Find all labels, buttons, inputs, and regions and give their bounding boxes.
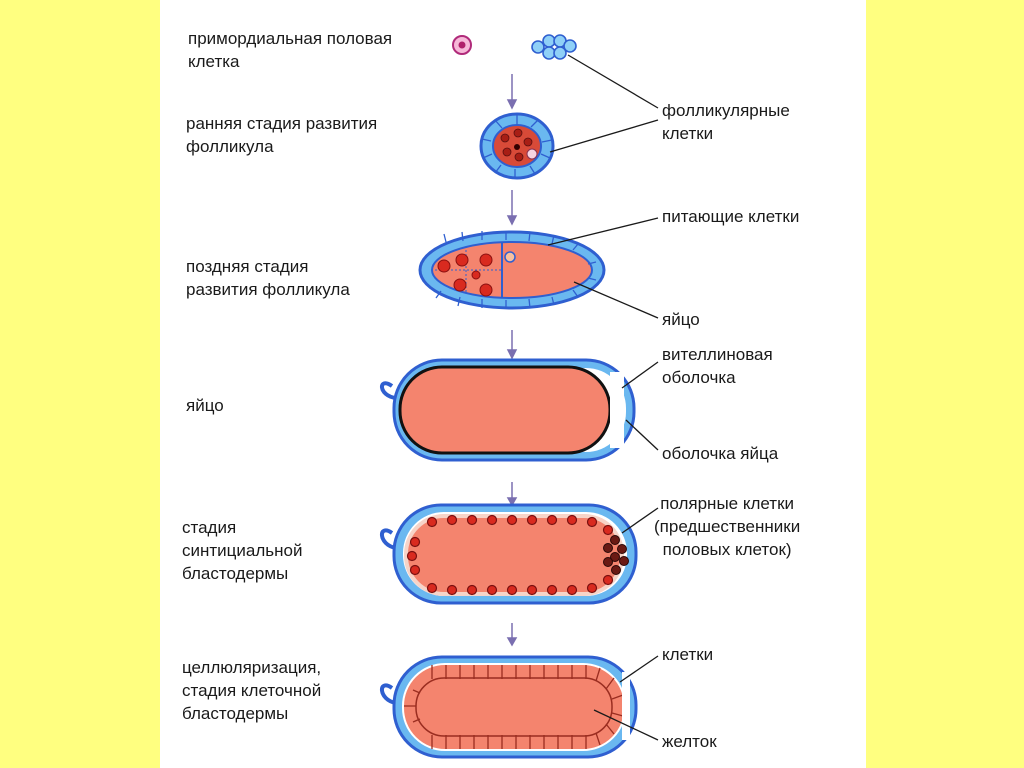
blastoderm-cell-walls: [404, 665, 624, 749]
label-early-follicle: ранняя стадия развития фолликула: [186, 114, 378, 156]
callout-vitelline-membrane: вителлиновая оболочка: [662, 345, 773, 387]
egg: [380, 358, 636, 462]
callout-nurse-cells: питающие клетки: [662, 207, 800, 226]
label-egg-stage: яйцо: [186, 396, 224, 415]
late-follicle: [418, 230, 606, 310]
callout-follicular-cells: фолликулярные клетки: [662, 101, 790, 143]
callout-yolk: желток: [662, 732, 717, 751]
label-cellular-blastoderm: целлюляризация, стадия клеточной бластод…: [182, 658, 322, 723]
label-late-follicle: поздняя стадия развития фолликула: [186, 257, 350, 299]
callout-pole-cells: полярные клетки (предшественники половых…: [654, 494, 801, 559]
syncytial-blastoderm-embryo: [380, 503, 638, 605]
callout-cells: клетки: [662, 645, 714, 664]
early-follicle: [479, 112, 555, 180]
drosophila-development-diagram: [380, 34, 659, 759]
label-primordial-germ-cell: примордиальная половая клетка: [188, 29, 393, 71]
pole-cells-cluster: [603, 535, 629, 575]
primordial-germ-cell: [452, 35, 472, 55]
diagram-panel: примордиальная половая клетка ранняя ста…: [160, 0, 866, 768]
callout-egg-shell: оболочка яйца: [662, 444, 779, 463]
syncytial-nuclei: [406, 514, 614, 596]
progression-arrows: [506, 74, 518, 647]
label-syncytial-blastoderm: стадия синтициальной бластодермы: [182, 518, 303, 583]
callout-oocyte: яйцо: [662, 310, 700, 329]
follicular-cell-cluster: [531, 34, 577, 60]
cellular-blastoderm-embryo: [380, 655, 638, 759]
leader-lines: [547, 54, 659, 741]
